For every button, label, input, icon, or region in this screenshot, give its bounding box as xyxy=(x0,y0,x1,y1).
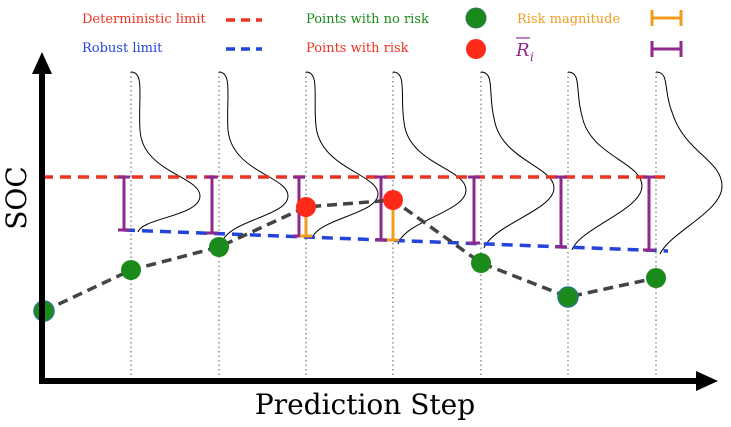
legend-risk-magnitude-marker xyxy=(650,10,683,26)
distribution-curve xyxy=(655,71,723,255)
legend-no-risk-label: Points with no risk xyxy=(306,12,429,27)
soc-trajectory xyxy=(43,198,657,313)
x-axis-arrow xyxy=(696,371,718,391)
legend-risk-magnitude-label: Risk magnitude xyxy=(517,12,620,27)
y-axis-arrow xyxy=(32,52,52,74)
uncertainty-distributions xyxy=(130,71,723,255)
legend-r-bar-label: R i xyxy=(515,37,534,64)
no-risk-point xyxy=(209,237,229,257)
no-risk-point xyxy=(557,286,579,308)
distribution-curve xyxy=(567,71,643,251)
legend: Deterministic limit Robust limit Points … xyxy=(82,7,683,64)
with-risk-point xyxy=(383,190,403,210)
r-bar-interval xyxy=(643,175,655,252)
distribution-curve xyxy=(305,71,379,239)
legend-r-bar-marker xyxy=(650,41,683,57)
r-bar-interval xyxy=(206,175,218,235)
legend-with-risk-label: Points with risk xyxy=(306,41,409,56)
no-risk-point xyxy=(121,260,141,280)
y-axis-label: SOC xyxy=(0,166,33,230)
no-risk-point xyxy=(471,253,491,273)
distribution-curve xyxy=(480,71,555,249)
r-bar-symbol: R xyxy=(515,40,530,61)
r-bar-intervals xyxy=(118,175,655,252)
r-bar-interval xyxy=(118,175,130,232)
r-bar-subscript: i xyxy=(530,50,534,64)
legend-deterministic-label: Deterministic limit xyxy=(82,12,207,27)
r-bar-interval xyxy=(555,175,567,249)
axes xyxy=(32,52,718,391)
distribution-curve xyxy=(218,71,289,243)
no-risk-point xyxy=(646,268,666,288)
legend-robust-label: Robust limit xyxy=(82,41,163,56)
distribution-curve xyxy=(392,71,467,245)
distribution-curve xyxy=(130,71,201,233)
with-risk-point xyxy=(296,197,316,217)
x-axis-label: Prediction Step xyxy=(255,388,475,421)
legend-with-risk-marker xyxy=(466,39,486,59)
trajectory-points xyxy=(33,190,666,322)
step-gridlines xyxy=(130,72,657,378)
r-bar-interval xyxy=(468,175,480,245)
legend-no-risk-marker xyxy=(465,7,487,29)
r-bar-interval xyxy=(375,175,387,242)
